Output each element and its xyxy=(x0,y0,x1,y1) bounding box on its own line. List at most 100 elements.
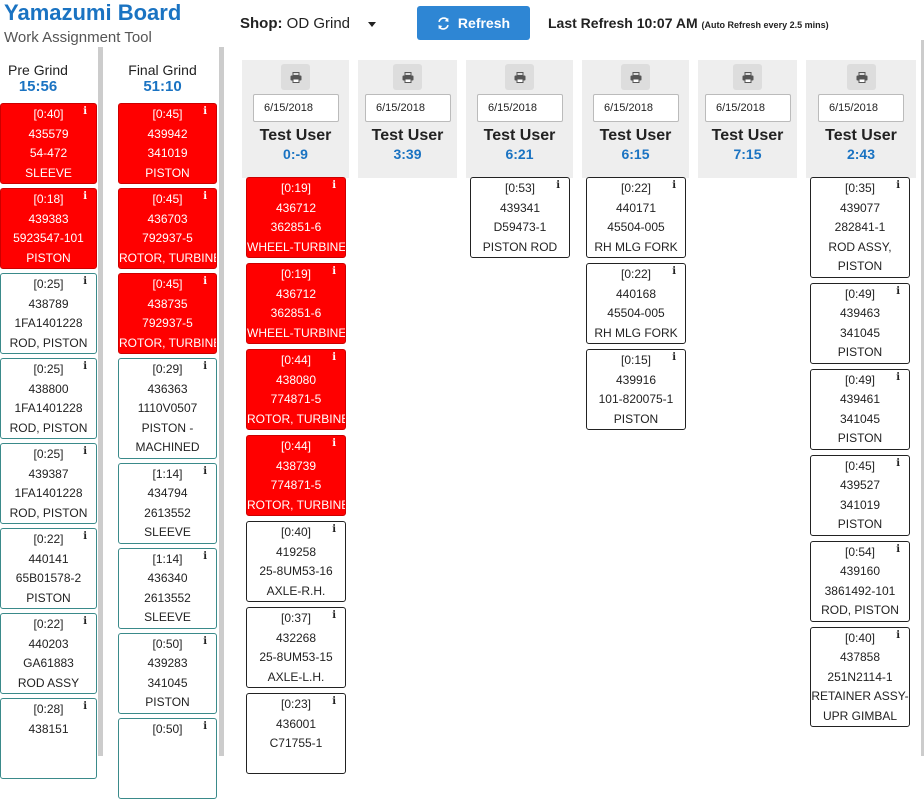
info-icon[interactable]: i xyxy=(83,276,87,287)
print-button[interactable] xyxy=(393,64,422,90)
info-icon[interactable]: i xyxy=(332,180,336,191)
info-icon[interactable]: i xyxy=(332,352,336,363)
date-input[interactable]: 6/15/2018 xyxy=(818,94,904,122)
info-icon[interactable]: i xyxy=(332,696,336,707)
info-icon[interactable]: i xyxy=(83,106,87,117)
shop-selector[interactable]: Shop: OD Grind xyxy=(240,15,377,32)
card-part: GA61883 xyxy=(23,656,74,670)
refresh-button[interactable]: Refresh xyxy=(417,6,530,40)
print-button[interactable] xyxy=(281,64,310,90)
info-icon[interactable]: i xyxy=(203,276,207,287)
info-icon[interactable]: i xyxy=(672,352,676,363)
card-part: 25-8UM53-15 xyxy=(259,650,333,664)
print-button[interactable] xyxy=(505,64,534,90)
date-input[interactable]: 6/15/2018 xyxy=(593,94,679,122)
print-button[interactable] xyxy=(621,64,650,90)
date-input[interactable]: 6/15/2018 xyxy=(365,94,451,122)
info-icon[interactable]: i xyxy=(896,457,900,469)
card-wo: 436712 xyxy=(275,286,317,301)
card-desc: RETAINER ASSY- xyxy=(811,689,909,703)
card-dur: [0:15] xyxy=(620,353,652,367)
card-desc2: MACHINED xyxy=(135,440,200,454)
shop-label: Shop: xyxy=(240,15,283,32)
card-dur: [0:50] xyxy=(152,636,183,651)
info-icon[interactable]: i xyxy=(896,371,900,383)
card-wo: 436001 xyxy=(275,716,317,731)
info-icon[interactable]: i xyxy=(896,543,900,555)
date-input[interactable]: 6/15/2018 xyxy=(477,94,563,122)
info-icon[interactable]: i xyxy=(332,610,336,621)
user-time: 3:39 xyxy=(393,146,422,162)
date-input[interactable]: 6/15/2018 xyxy=(253,94,339,122)
info-icon[interactable]: i xyxy=(556,180,560,191)
scrollbar[interactable] xyxy=(921,40,924,756)
info-icon[interactable]: i xyxy=(83,616,87,627)
info-icon[interactable]: i xyxy=(896,285,900,297)
card-dur: [0:45] xyxy=(844,458,876,473)
info-icon[interactable]: i xyxy=(203,191,207,202)
info-icon[interactable]: i xyxy=(203,635,207,647)
info-icon[interactable]: i xyxy=(332,266,336,277)
print-button[interactable] xyxy=(733,64,762,90)
info-icon[interactable]: i xyxy=(332,438,336,449)
date-input[interactable]: 6/15/2018 xyxy=(705,94,791,122)
card-part: 5923547-101 xyxy=(13,231,84,245)
card-dur: [0:22] xyxy=(33,617,64,631)
info-icon[interactable]: i xyxy=(332,524,336,535)
card-part: 341019 xyxy=(147,146,188,160)
info-icon[interactable]: i xyxy=(83,446,87,457)
info-icon[interactable]: i xyxy=(672,266,676,277)
card-part: 2613552 xyxy=(144,590,191,605)
info-icon[interactable]: i xyxy=(672,180,676,191)
info-icon[interactable]: i xyxy=(896,180,900,191)
info-icon[interactable]: i xyxy=(203,465,207,477)
card-part: 25-8UM53-16 xyxy=(259,564,333,578)
info-icon[interactable]: i xyxy=(83,191,87,202)
info-icon[interactable]: i xyxy=(83,701,87,712)
card-desc: ROD, PISTON xyxy=(9,505,88,520)
info-icon[interactable]: i xyxy=(203,106,207,117)
info-icon[interactable]: i xyxy=(203,720,207,732)
info-icon[interactable]: i xyxy=(203,361,207,372)
print-button[interactable] xyxy=(847,64,876,90)
info-icon[interactable]: i xyxy=(203,550,207,562)
card-wo: 438739 xyxy=(275,458,317,473)
info-icon[interactable]: i xyxy=(896,629,900,641)
info-icon[interactable]: i xyxy=(83,361,87,372)
info-icon[interactable]: i xyxy=(83,531,87,542)
work-card[interactable]: [0:50]i xyxy=(118,717,217,799)
card-wo: 440203 xyxy=(28,636,69,651)
